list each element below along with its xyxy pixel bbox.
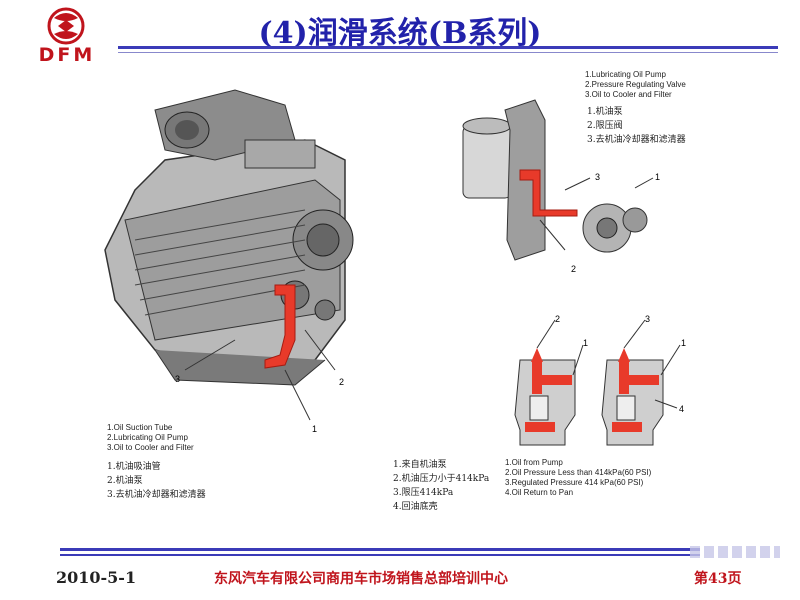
engine-legend-en: 1.Oil Suction Tube 2.Lubricating Oil Pum…	[107, 423, 194, 453]
legend-item: 1.机油泵	[587, 107, 623, 117]
legend-item: 3.Oil to Cooler and Filter	[107, 443, 194, 452]
legend-item: 3.Regulated Pressure 414 kPa(60 PSI)	[505, 478, 644, 487]
footer-organization: 东风汽车有限公司商用车市场销售总部培训中心	[214, 571, 508, 587]
logo-text: DFM	[38, 44, 96, 66]
pump-callout-2: 2	[571, 264, 576, 274]
engine-illustration	[104, 89, 354, 421]
valve-legend-en: 1.Oil from Pump 2.Oil Pressure Less than…	[505, 458, 651, 498]
legend-item: 1.Lubricating Oil Pump	[585, 70, 666, 79]
legend-item: 3.Oil to Cooler and Filter	[585, 90, 672, 99]
legend-item: 1.Oil from Pump	[505, 458, 563, 467]
footer-date: 2010-5-1	[56, 568, 137, 587]
dongfeng-logo-icon	[47, 7, 85, 45]
legend-item: 2.Pressure Regulating Valve	[585, 80, 686, 89]
pump-callout-3: 3	[595, 172, 600, 182]
valve-legend-cn: 1.来自机油泵 2.机油压力小于414kPa 3.限压414kPa 4.回油底壳	[393, 458, 489, 514]
valve-right-callout-4: 4	[679, 404, 684, 414]
legend-item: 3.去机油冷却器和滤清器	[587, 135, 686, 145]
valve-left-callout-2: 2	[555, 314, 560, 324]
valve-left-illustration	[514, 319, 584, 446]
valve-left-callout-1: 1	[583, 338, 588, 348]
legend-item: 1.来自机油泵	[393, 460, 447, 470]
footer-rule	[60, 548, 700, 551]
legend-item: 3.限压414kPa	[393, 488, 454, 498]
header-rule	[118, 46, 778, 49]
page-title: (4)润滑系统(B系列)	[258, 16, 542, 51]
pump-legend-cn: 1.机油泵 2.限压阀 3.去机油冷却器和滤清器	[587, 105, 686, 147]
oil-pump-illustration	[462, 99, 654, 261]
valve-right-illustration	[601, 319, 681, 446]
legend-item: 1.Oil Suction Tube	[107, 423, 173, 432]
engine-legend-cn: 1.机油吸油管 2.机油泵 3.去机油冷却器和滤清器	[107, 460, 206, 502]
engine-callout-1: 1	[312, 424, 317, 434]
dfm-logo: DFM	[22, 6, 112, 66]
footer-rule-thin	[60, 554, 700, 556]
valve-right-callout-3: 3	[645, 314, 650, 324]
lubrication-figure: 3 2 1 3 1 2 2	[95, 70, 790, 530]
legend-item: 2.Lubricating Oil Pump	[107, 433, 188, 442]
legend-item: 2.机油压力小于414kPa	[393, 474, 490, 484]
engine-callout-2: 2	[339, 377, 344, 387]
pump-callout-1: 1	[655, 172, 660, 182]
legend-item: 2.限压阀	[587, 121, 623, 131]
legend-item: 3.去机油冷却器和滤清器	[107, 490, 206, 500]
legend-item: 2.机油泵	[107, 476, 143, 486]
valve-right-callout-1: 1	[681, 338, 686, 348]
lubrication-diagram: 3 2 1 3 1 2 2	[104, 89, 686, 446]
header-rule-thin	[118, 52, 778, 53]
legend-item: 2.Oil Pressure Less than 414kPa(60 PSI)	[505, 468, 652, 477]
legend-item: 4.Oil Return to Pan	[505, 488, 574, 497]
legend-item: 4.回油底壳	[393, 502, 438, 512]
engine-callout-3: 3	[175, 374, 180, 384]
pump-legend-en: 1.Lubricating Oil Pump 2.Pressure Regula…	[585, 70, 686, 100]
footer-decoration	[690, 546, 780, 558]
page-number: 第43页	[694, 571, 742, 587]
legend-item: 1.机油吸油管	[107, 462, 161, 472]
